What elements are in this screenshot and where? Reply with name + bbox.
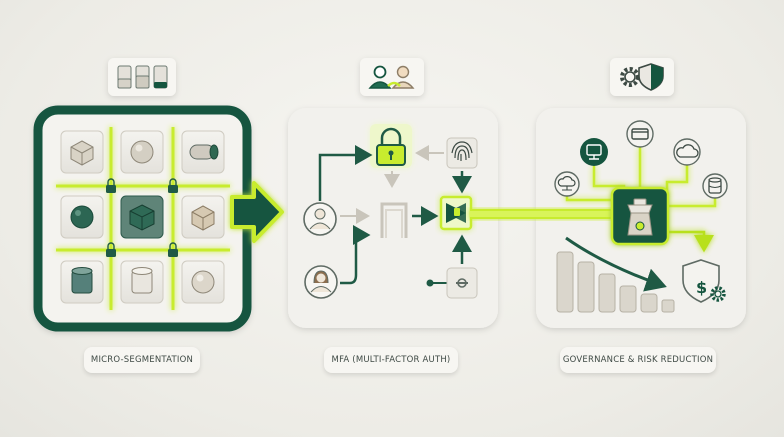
- segment-tile-cube: [60, 130, 104, 174]
- micro-segmentation-panel: [33, 105, 252, 332]
- segment-tiles-icon: [108, 58, 176, 96]
- segment-tile-database: [60, 260, 104, 304]
- downtrend-arrow: [565, 236, 667, 292]
- risk-reduction-bars: [556, 251, 675, 313]
- user-avatar-female-icon: [304, 265, 338, 299]
- user-avatar-male-icon: [303, 202, 337, 236]
- mfa-panel: [288, 108, 498, 328]
- segment-tile-cylinder-light: [120, 260, 164, 304]
- segment-tile-cylinder: [181, 130, 225, 174]
- mfa-label: MFA (MULTI-FACTOR AUTH): [324, 347, 458, 373]
- flow-line: [340, 225, 371, 285]
- micro-segmentation-label: MICRO-SEGMENTATION: [84, 347, 200, 373]
- flow-arrow-segmentation-to-mfa: [230, 181, 284, 243]
- padlock-icon: [370, 124, 412, 168]
- key-token-icon: [426, 267, 478, 299]
- shield-dollar-gear-icon: $: [682, 259, 726, 303]
- lock-icon: [106, 242, 116, 257]
- segment-tile-cube-beige: [181, 195, 225, 239]
- segment-tile-sphere-dark: [60, 195, 104, 239]
- fingerprint-icon: [446, 137, 478, 169]
- flow-line: [318, 145, 373, 201]
- segment-tile-sphere: [120, 130, 164, 174]
- control-tower-hub-icon: [610, 186, 670, 246]
- lock-icon: [168, 242, 178, 257]
- lock-icon: [106, 178, 116, 193]
- access-gate-icon: [380, 202, 408, 238]
- database-icon: [702, 173, 728, 199]
- cloud-network-icon: [554, 171, 580, 197]
- gear-shield-icon: [610, 58, 674, 96]
- segment-tile-cube-active: [120, 195, 164, 239]
- lock-icon: [168, 178, 178, 193]
- verification-gate-icon: [439, 195, 473, 231]
- segment-grid-lines: [56, 127, 230, 310]
- governance-panel-content: $: [554, 120, 728, 313]
- svg-text:$: $: [696, 278, 707, 297]
- flow-bridge-mfa-to-governance: [470, 209, 618, 219]
- governance-label: GOVERNANCE & RISK REDUCTION: [560, 347, 716, 373]
- segment-tile-sphere-light: [181, 260, 225, 304]
- cloud-icon: [673, 138, 701, 166]
- users-icon: [360, 58, 424, 96]
- card-icon: [626, 120, 654, 148]
- server-icon: [580, 138, 608, 166]
